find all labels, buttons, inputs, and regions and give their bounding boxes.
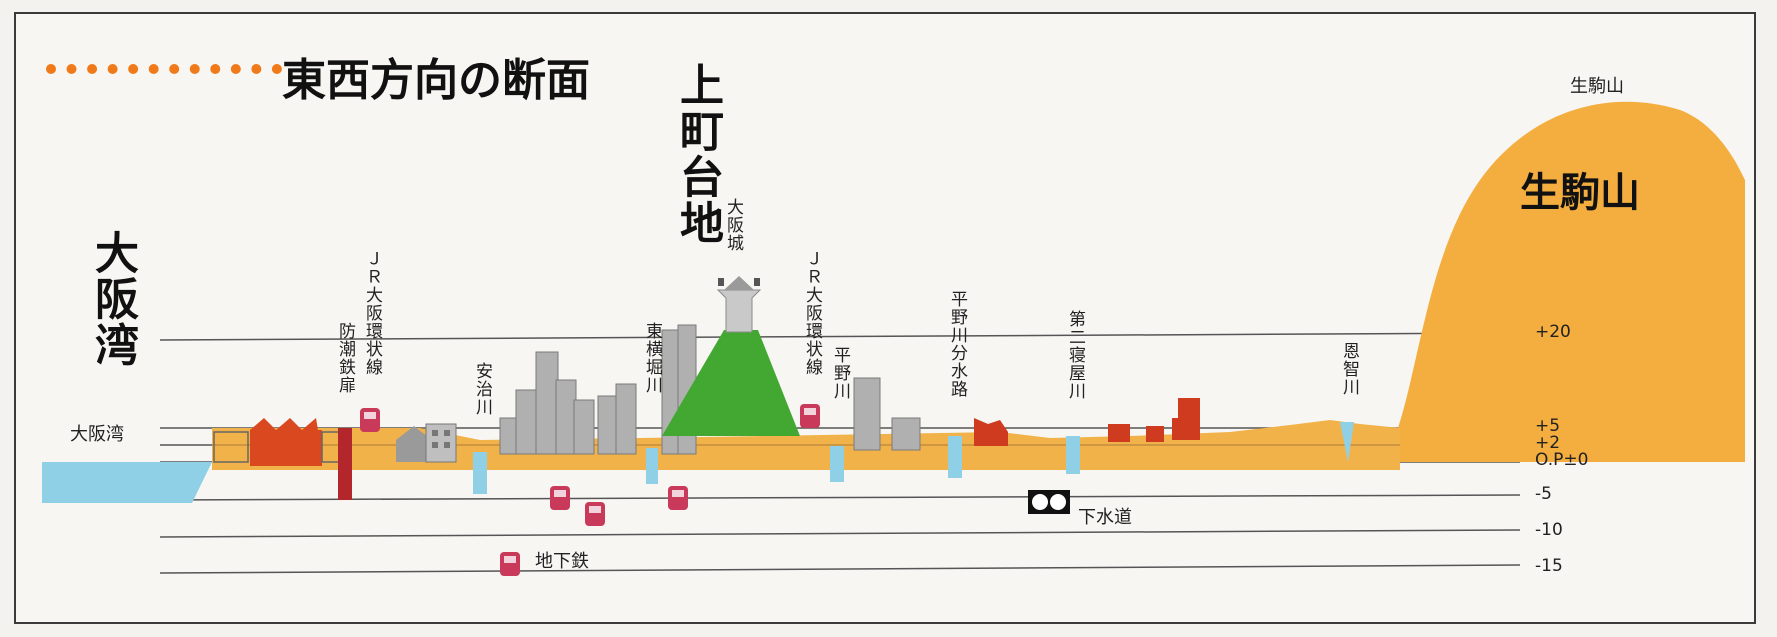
red-buildings-east [1108,398,1200,442]
subway-train-1 [550,486,570,510]
osaka-castle [716,276,762,333]
label-hirano-bunsuiro: 平野川分水路 [947,290,967,398]
ajigawa-channel [473,452,487,494]
factory [213,418,341,466]
level-label-plus5: +5 [1535,416,1561,436]
uemachi-hill [662,330,800,436]
label-onjigawa: 恩智川 [1339,342,1359,396]
label-osaka-castle: 大阪城 [723,198,743,252]
osaka-bay-water [42,462,212,503]
label-ikoma-small: 生駒山 [1570,76,1624,97]
label-sewer: 下水道 [1078,507,1132,528]
houses-west [396,423,457,463]
hiranogawa-channel [830,446,844,482]
hirano-bunsuiro-channel [948,436,962,478]
label-higashiyokobori: 東横堀川 [642,322,662,394]
subway-train-3 [668,486,688,510]
level-label-plus2: +2 [1535,433,1561,453]
label-jr-loop-west: ＪＲ大阪環状線 [362,250,382,376]
label-daini-neyagawa: 第二寝屋川 [1065,310,1085,400]
level-label-minus10: -10 [1535,520,1563,540]
region-uemachi: 上町台地 [672,62,723,246]
label-floodgate: 防潮鉄扉 [335,322,355,394]
train-jr-east [800,404,820,428]
label-hiranogawa: 平野川 [830,346,850,400]
ikoma-mountain [1398,101,1745,462]
floodgate-bar [338,428,352,500]
subway-train-2 [585,502,605,526]
level-label-plus20: +20 [1535,322,1571,342]
level-line-plus20 [159,332,1521,341]
trains [360,404,820,576]
label-ajigawa: 安治川 [472,362,492,416]
onjigawa-channel [1340,422,1354,462]
label-subway: 地下鉄 [535,551,589,572]
level-line-minus15 [159,564,1521,574]
label-jr-loop-east: ＪＲ大阪環状線 [802,250,822,376]
level-label-minus5: -5 [1535,484,1552,504]
region-osaka-bay: 大阪湾 [87,230,138,368]
train-jr-west [360,408,380,432]
city-buildings-east [853,377,921,451]
higashiyokobori-channel [646,448,658,484]
legend-label: 東西方向の断面 [282,55,590,106]
subway-train-4 [500,552,520,576]
label-osaka-bay-small: 大阪湾 [70,424,124,445]
legend-line [46,64,282,74]
level-line-minus10 [159,529,1521,538]
level-line-minus5 [159,494,1521,501]
region-ikoma: 生駒山 [1520,170,1640,216]
level-label-zero: O.P±0 [1535,450,1589,470]
red-buildings-mid [974,418,1008,446]
daini-neyagawa-channel [1066,436,1080,474]
sewer-icon [1028,490,1070,514]
level-label-minus15: -15 [1535,556,1563,576]
